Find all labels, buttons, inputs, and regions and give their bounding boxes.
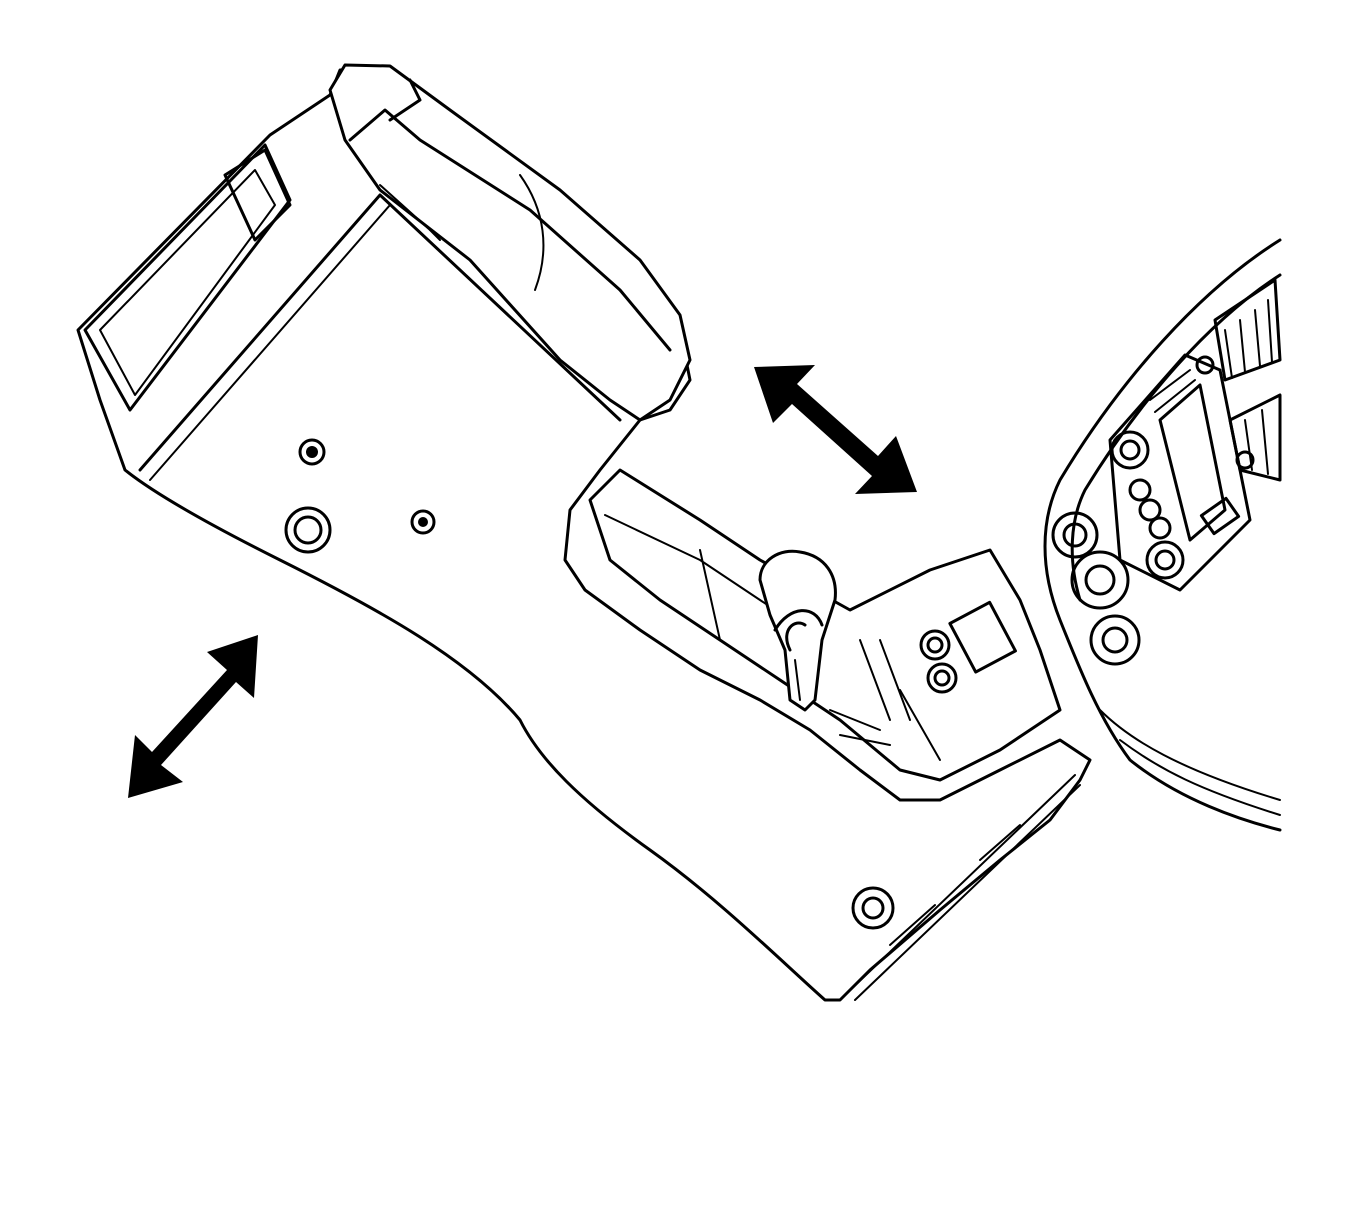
console-fastener: [284, 506, 332, 554]
console-fastener: [410, 509, 436, 535]
shifter-bezel: [588, 468, 1062, 782]
gear-shift-lever: [758, 549, 837, 712]
instrument-panel: [1043, 238, 1282, 832]
removal-arrow-front: [754, 365, 917, 494]
center-console: [76, 63, 1092, 1002]
radio-hvac-controls: [1051, 353, 1252, 666]
console-fastener: [298, 438, 326, 466]
console-fastener: [851, 886, 895, 930]
removal-arrow-rear: [128, 635, 258, 798]
armrest-lid: [328, 63, 692, 422]
